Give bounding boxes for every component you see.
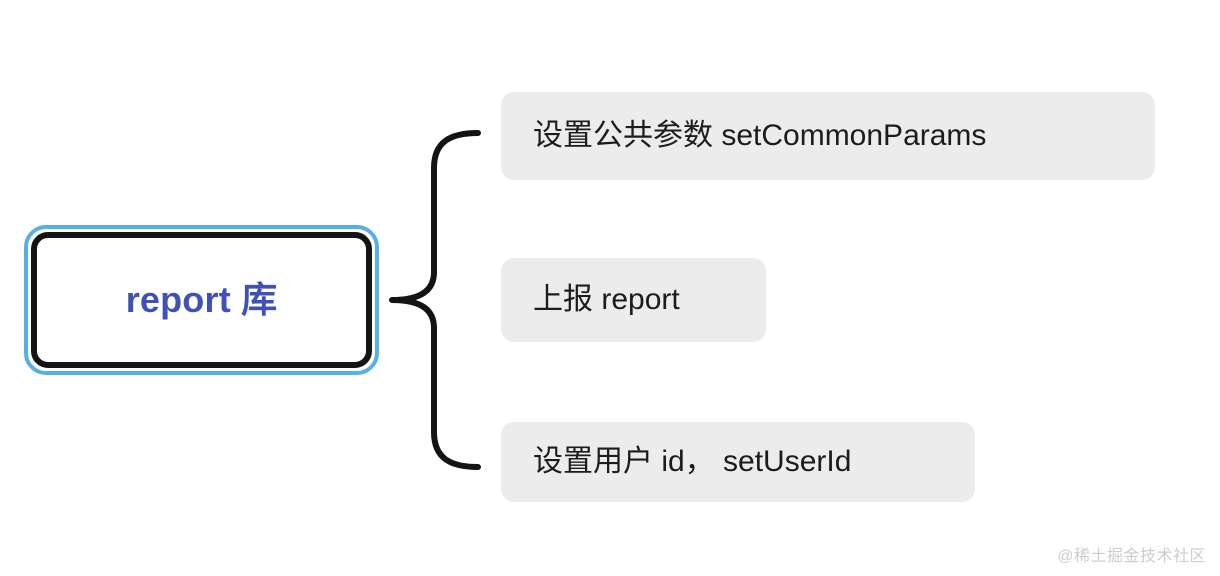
branch-label: 设置公共参数 setCommonParams: [533, 119, 987, 152]
root-node-report-library[interactable]: report 库: [24, 225, 379, 375]
branch-label: 上报 report: [533, 283, 680, 316]
branch-chip-set-common-params[interactable]: 设置公共参数 setCommonParams: [501, 92, 1155, 180]
root-node-body: report 库: [31, 232, 372, 368]
root-node-label: report 库: [125, 279, 278, 320]
branch-label: 设置用户 id， setUserId: [533, 445, 852, 478]
curly-brace-connector: [389, 130, 481, 470]
watermark: @稀土掘金技术社区: [1057, 548, 1206, 565]
branch-chip-report[interactable]: 上报 report: [501, 258, 766, 342]
branch-chip-set-user-id[interactable]: 设置用户 id， setUserId: [501, 422, 975, 502]
